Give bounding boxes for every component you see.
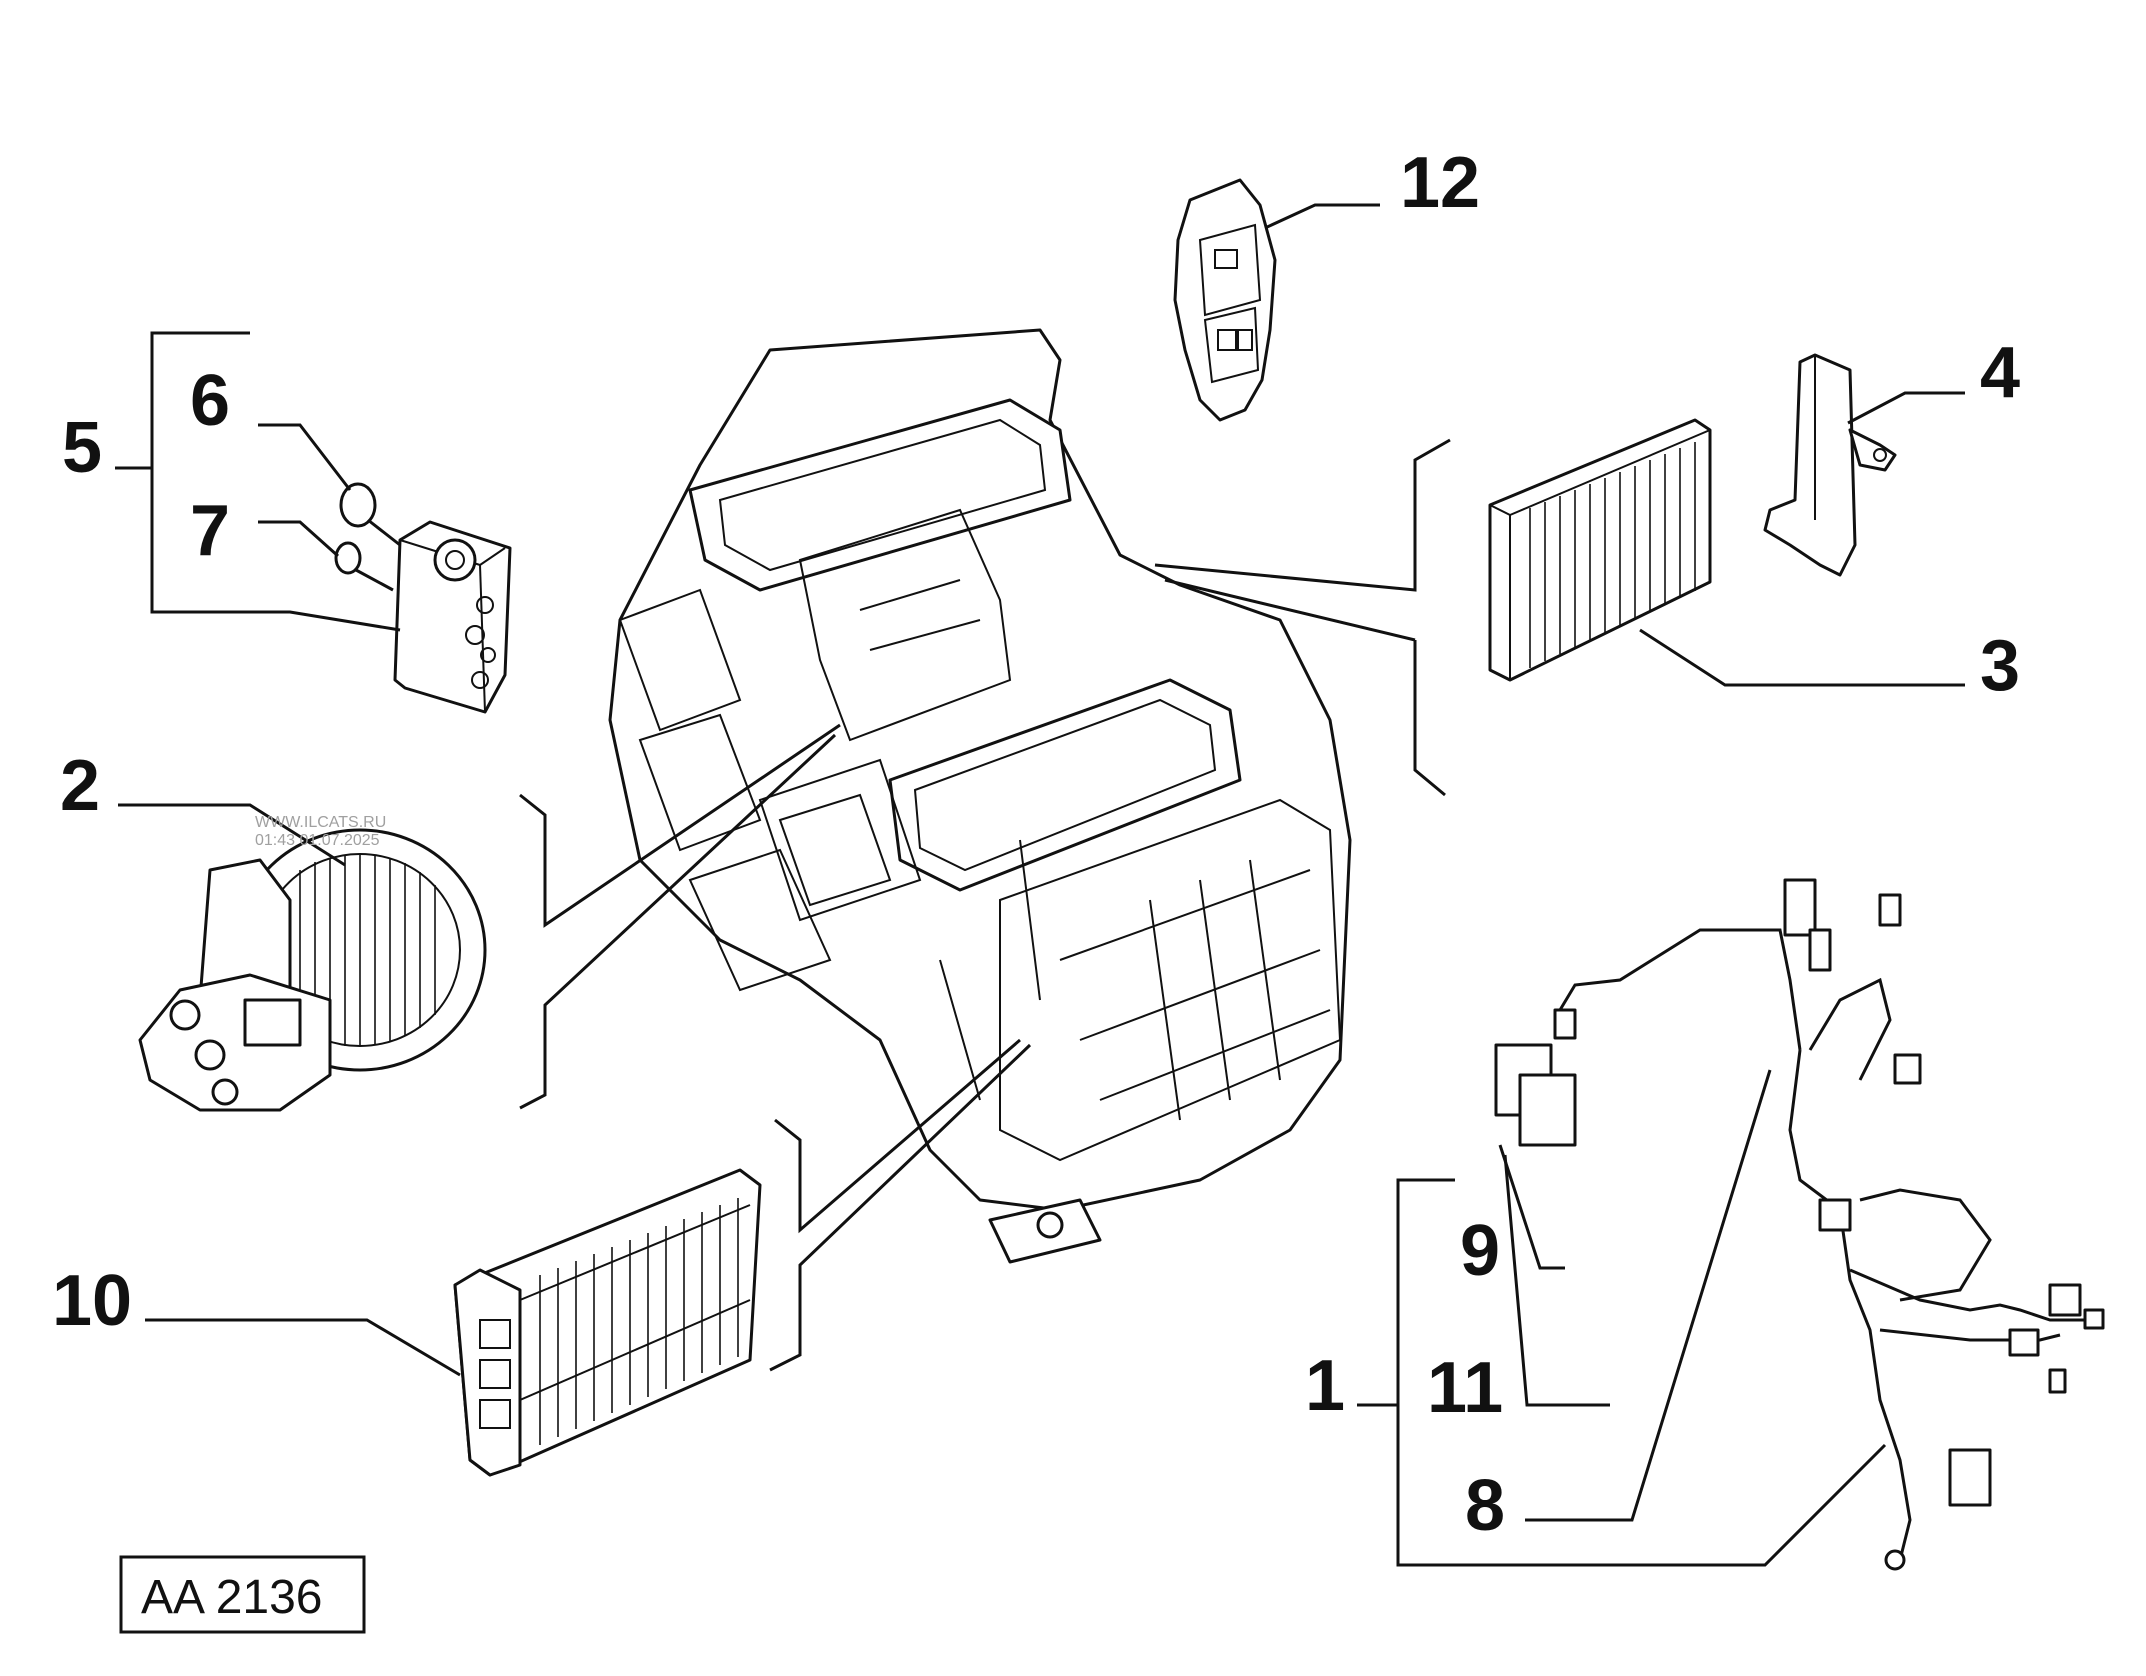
reference-code: AA 2136 — [141, 1571, 323, 1624]
part-4-filter-cover — [1763, 353, 1897, 577]
callout-3: 3 — [1980, 626, 2020, 706]
callout-11: 11 — [1427, 1348, 1503, 1428]
leader-lines — [115, 203, 1965, 1567]
part-7-o-ring — [334, 541, 362, 575]
callout-5: 5 — [62, 408, 102, 488]
part-10-heater-core — [453, 1168, 762, 1477]
callout-1: 1 — [1305, 1346, 1345, 1426]
callout-6: 6 — [190, 361, 230, 441]
part-12-blower-resistor — [1173, 178, 1277, 422]
callout-8: 8 — [1465, 1466, 1505, 1546]
callout-12: 12 — [1400, 143, 1480, 223]
callout-4: 4 — [1980, 333, 2020, 413]
part-2-blower-motor — [138, 828, 487, 1112]
part-1-wiring-harness — [1494, 878, 2105, 1571]
part-5-expansion-valve — [393, 520, 512, 714]
part-3-cabin-filter — [1488, 418, 1712, 682]
reference-code-box: AA 2136 — [119, 1555, 366, 1634]
part-6-o-ring — [339, 482, 377, 528]
watermark-site: WWW.ILCATS.RU — [255, 814, 386, 831]
hvac-housing-unit — [608, 328, 1352, 1264]
watermark-stamp: 01:43 01.07.2025 — [255, 832, 380, 849]
callout-2: 2 — [60, 746, 100, 826]
callout-7: 7 — [190, 491, 230, 571]
callout-9: 9 — [1460, 1211, 1500, 1291]
callout-10: 10 — [52, 1261, 132, 1341]
